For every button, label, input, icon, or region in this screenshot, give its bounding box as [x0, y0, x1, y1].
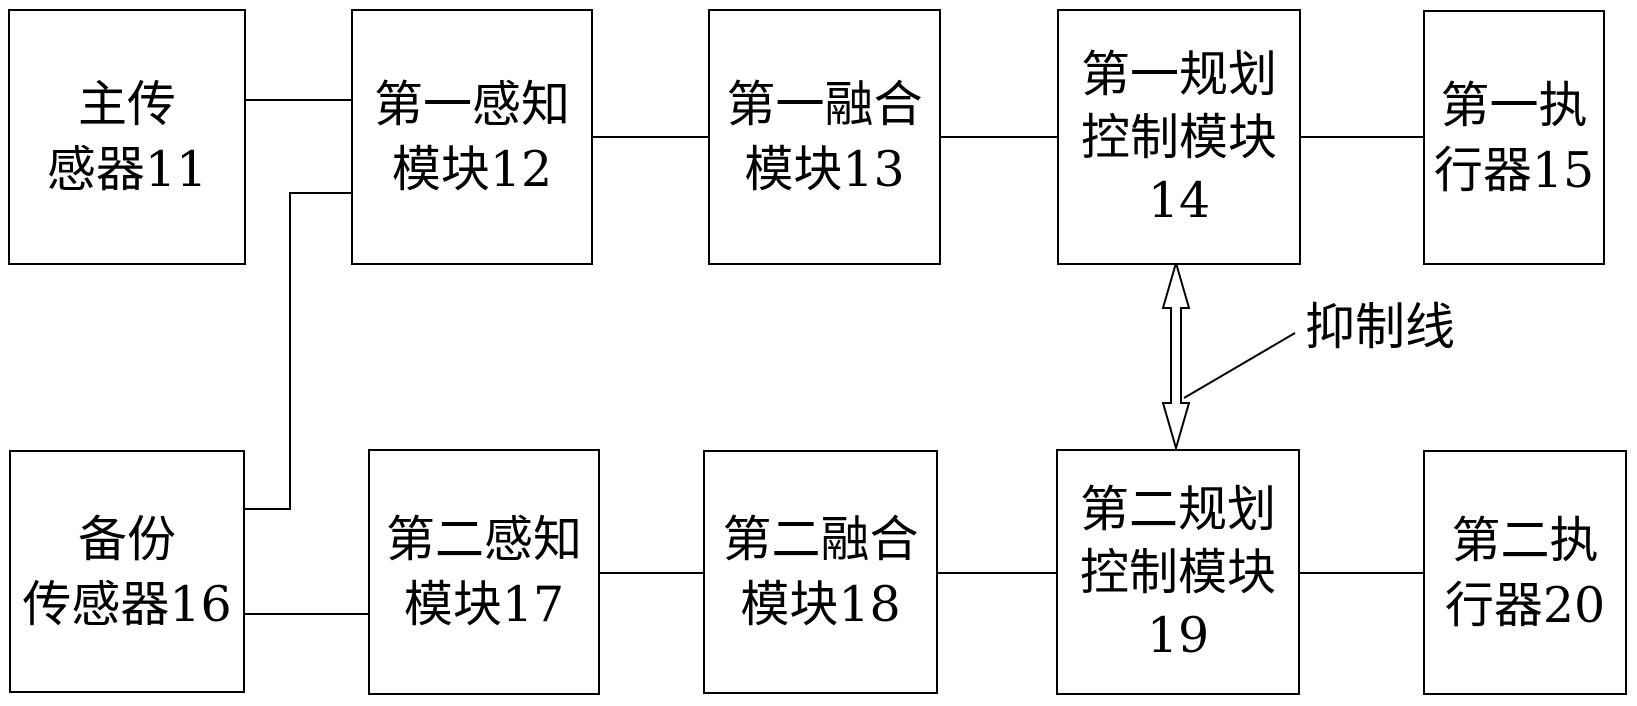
- box-label-line: 控制模块: [1079, 543, 1276, 601]
- box-first-actuator-15: 第一执 行器15: [1423, 10, 1605, 265]
- box-label-line: 感器11: [46, 141, 208, 198]
- box-label-line: 模块18: [740, 576, 901, 633]
- box-label-line: 备份: [77, 510, 176, 568]
- box-label-line: 19: [1146, 606, 1210, 664]
- box-label-line: 传感器16: [22, 575, 232, 633]
- box-label-line: 第一融合: [726, 76, 923, 133]
- box-label-line: 第二执: [1451, 511, 1599, 569]
- box-second-planning-control-module-19: 第二规划 控制模块 19: [1056, 449, 1300, 695]
- annotation-leader-line: [1183, 332, 1296, 399]
- box-label-line: 14: [1147, 171, 1211, 229]
- box-first-planning-control-module-14: 第一规划 控制模块 14: [1057, 9, 1301, 265]
- box-label-line: 第二融合: [722, 511, 919, 568]
- box-label-line: 第一感知: [373, 76, 570, 133]
- suppression-line-label: 抑制线: [1305, 298, 1455, 356]
- box-label-line: 第一规划: [1080, 45, 1277, 103]
- box-label-line: 模块17: [403, 576, 565, 633]
- box-label-line: 第二感知: [385, 511, 582, 568]
- box-label-line: 行器20: [1444, 576, 1606, 634]
- box-first-perception-module-12: 第一感知 模块12: [351, 9, 593, 265]
- box-label-line: 模块13: [744, 141, 905, 198]
- box-label-line: 模块12: [391, 141, 553, 198]
- box-backup-sensor-16: 备份 传感器16: [9, 450, 245, 693]
- box-second-fusion-module-18: 第二融合 模块18: [703, 450, 938, 694]
- box-label-line: 第二规划: [1079, 480, 1276, 538]
- box-second-actuator-20: 第二执 行器20: [1423, 450, 1627, 695]
- suppression-line-double-arrow-icon: [1161, 259, 1191, 452]
- connector-backup-sensor-to-first-perception: [243, 192, 353, 510]
- box-main-sensor-11: 主传 感器11: [8, 9, 246, 265]
- box-first-fusion-module-13: 第一融合 模块13: [708, 9, 941, 265]
- box-label-line: 主传: [77, 76, 176, 133]
- box-second-perception-module-17: 第二感知 模块17: [368, 449, 600, 695]
- box-label-line: 控制模块: [1080, 108, 1277, 166]
- box-label-line: 行器15: [1433, 141, 1595, 199]
- box-label-line: 第一执: [1440, 76, 1588, 134]
